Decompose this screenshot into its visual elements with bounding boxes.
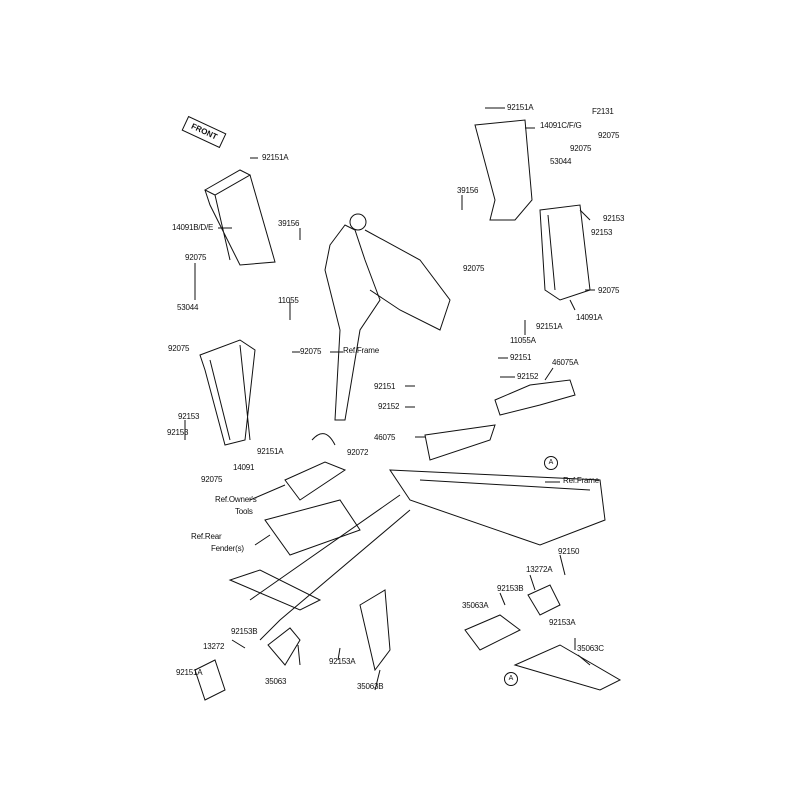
part-label: 92153B [497, 584, 524, 593]
owners-tools [284, 461, 347, 501]
part-label: 39156 [278, 219, 300, 228]
bracket-35063 [267, 627, 301, 666]
part-label: 92153 [603, 214, 625, 223]
steering-head [349, 213, 367, 231]
cover-right-upper [474, 119, 533, 221]
ref-label: Ref.Frame [343, 346, 379, 355]
part-label: 92075 [185, 253, 207, 262]
part-label: 53044 [177, 303, 199, 312]
cover-right-lower [539, 204, 591, 301]
heel-guard-13272A [527, 584, 561, 616]
part-label: 92075 [598, 286, 620, 295]
part-label: 92151 [374, 382, 396, 391]
part-label: 92153A [549, 618, 576, 627]
ref-label: Fender(s) [211, 544, 244, 553]
part-label: 35063B [357, 682, 384, 691]
rear-fender [264, 499, 361, 556]
part-label: 46075A [552, 358, 579, 367]
part-label: 35063C [577, 644, 604, 653]
bracket-35063C [513, 644, 622, 691]
part-label: 46075 [374, 433, 396, 442]
part-label: 13272A [526, 565, 553, 574]
part-label: 14091B/D/E [172, 223, 214, 232]
part-label: 92151A [507, 103, 534, 112]
side-cover-46075 [424, 424, 496, 461]
part-label: 92152 [378, 402, 400, 411]
part-label: 92151A [176, 668, 203, 677]
ref-label: Tools [235, 507, 253, 516]
strap-92072 [311, 433, 336, 446]
ref-label: Ref.Rear [191, 532, 222, 541]
part-label: 92072 [347, 448, 369, 457]
callout-a: A [504, 672, 518, 686]
ref-label: Ref.Owner's [215, 495, 257, 504]
part-label: 92153 [591, 228, 613, 237]
part-label: 11055A [510, 336, 536, 345]
part-label: 92151A [257, 447, 284, 456]
diagram-code: F2131 [592, 107, 614, 116]
part-label: 13272 [203, 642, 225, 651]
part-label: 92153B [231, 627, 258, 636]
part-label: 92151A [262, 153, 289, 162]
part-label: 92152 [517, 372, 539, 381]
part-label: 92151 [510, 353, 532, 362]
ref-label: Ref.Frame [563, 476, 599, 485]
cover-left-lower [199, 339, 256, 446]
part-label: 92075 [598, 131, 620, 140]
part-label: 92075 [168, 344, 190, 353]
part-label: 14091C/F/G [540, 121, 582, 130]
leader-lines [184, 107, 595, 691]
bracket-35063B [359, 589, 391, 672]
part-label: 92153 [167, 428, 189, 437]
part-label: 92075 [570, 144, 592, 153]
part-label: 35063A [462, 601, 489, 610]
frame-rear [249, 469, 606, 641]
part-label: 35063 [265, 677, 287, 686]
part-label: 92153 [178, 412, 200, 421]
part-label: 39156 [457, 186, 479, 195]
part-label: 11055 [278, 296, 299, 305]
part-label: 92075 [463, 264, 485, 273]
part-label: 92153A [329, 657, 356, 666]
frame-top [364, 229, 451, 331]
cover-left-upper [203, 169, 276, 266]
frame-rear-end [228, 569, 322, 611]
frame-downtube [324, 224, 381, 421]
part-label: 92075 [201, 475, 223, 484]
part-label: 92075 [300, 347, 322, 356]
part-label: 14091A [576, 313, 603, 322]
callout-a: A [544, 456, 558, 470]
bracket-35063A [464, 614, 521, 651]
part-label: 92151A [536, 322, 563, 331]
part-label: 14091 [233, 463, 255, 472]
part-label: 53044 [550, 157, 572, 166]
part-label: 92150 [558, 547, 580, 556]
side-cover-46075A [494, 379, 576, 416]
heel-guard-13272 [194, 659, 226, 701]
